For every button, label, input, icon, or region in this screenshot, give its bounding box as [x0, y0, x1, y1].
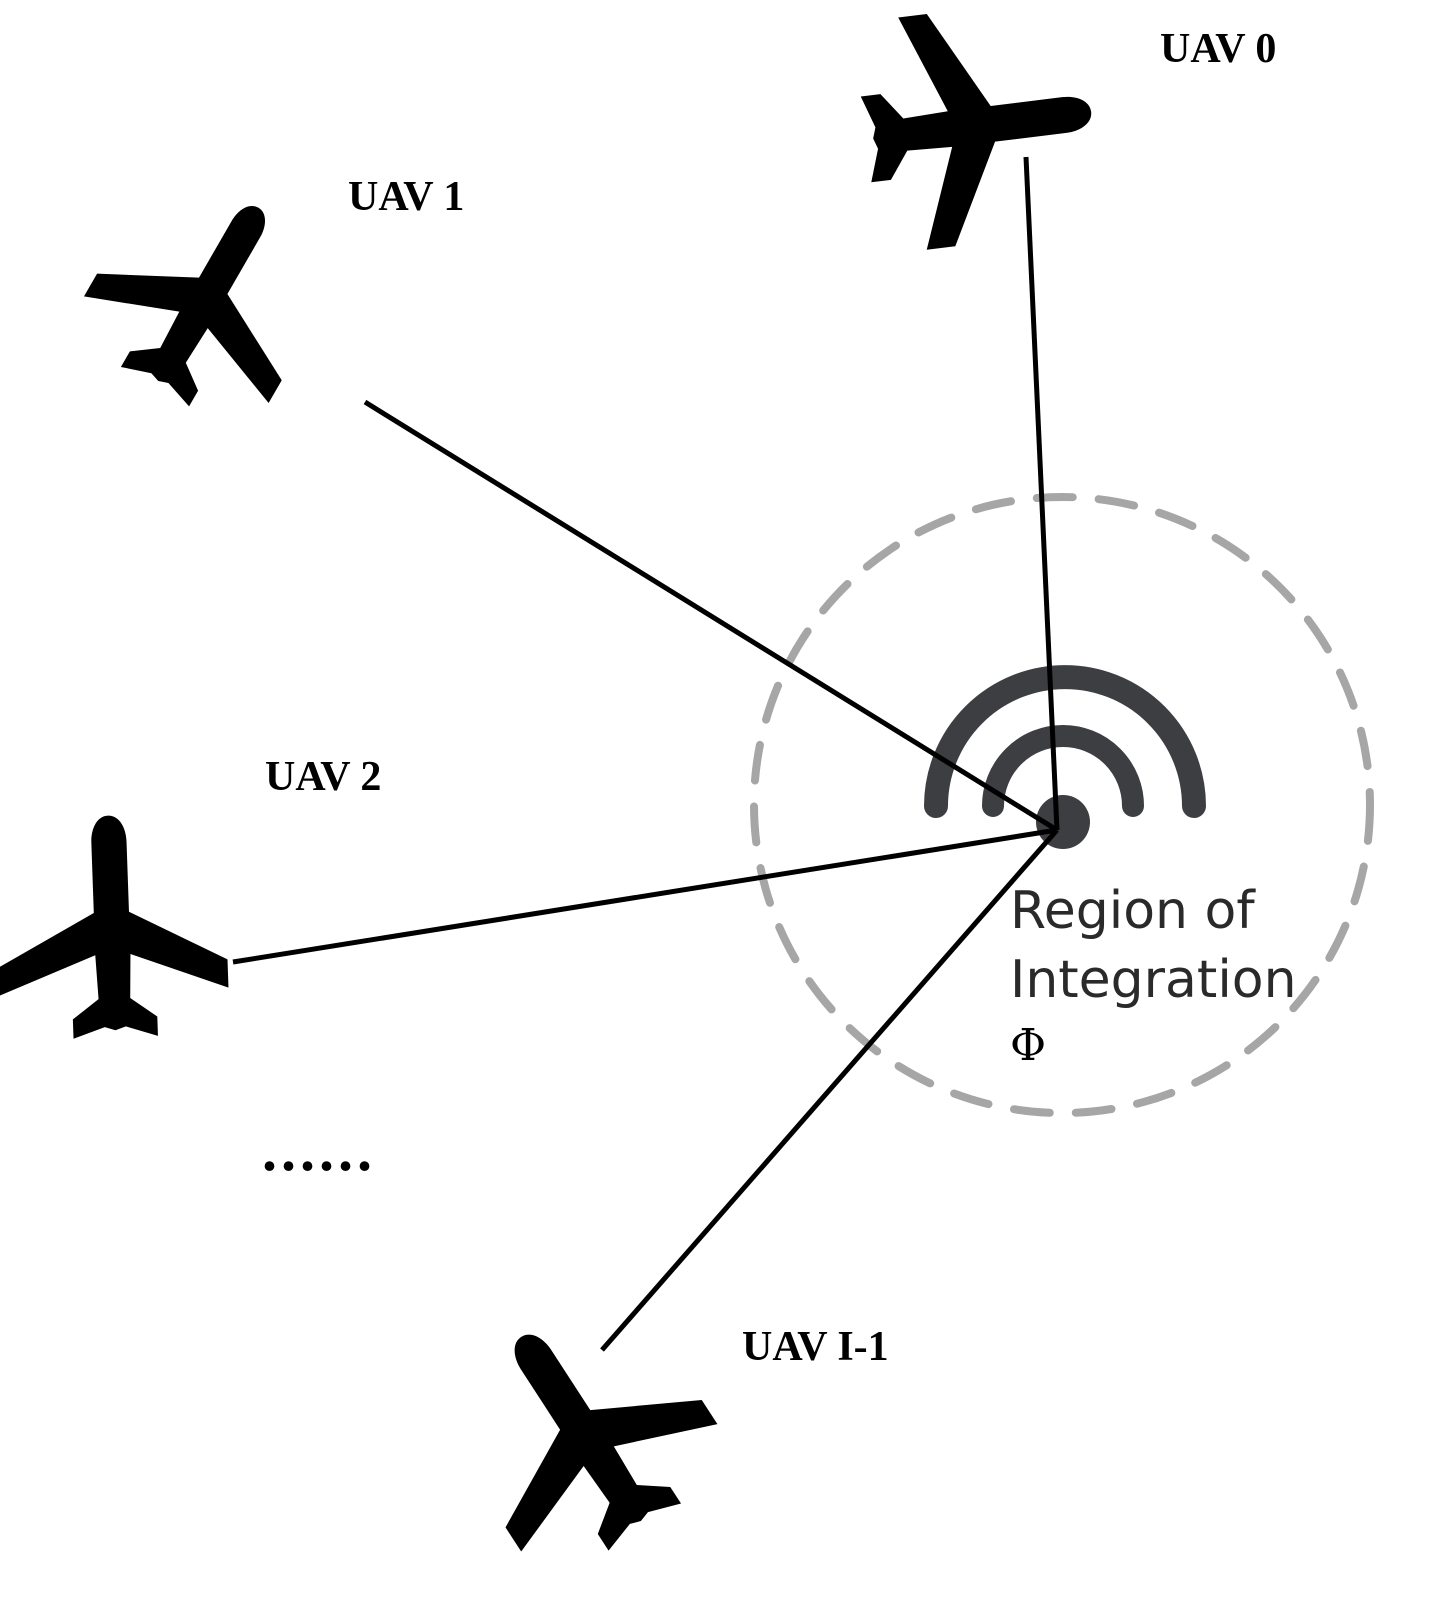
airplane-icon — [62, 154, 351, 440]
uav2-label: UAV 2 — [265, 754, 381, 800]
airplane-icon — [423, 1273, 743, 1591]
region-boundary — [750, 493, 1374, 1117]
link-uav-i-1 — [600, 828, 1059, 1352]
region-label-line2: Integration — [1010, 950, 1297, 1010]
link-uav1 — [363, 399, 1059, 833]
airplane-icon — [851, 0, 1106, 256]
link-uav2 — [232, 827, 1058, 965]
communication-links — [232, 156, 1060, 1352]
uav1-label: UAV 1 — [348, 174, 464, 220]
uav-i-1-label: UAV I-1 — [742, 1324, 889, 1370]
uav0-label: UAV 0 — [1160, 26, 1276, 72]
omitted-uavs-ellipsis: ...... — [262, 1117, 376, 1183]
airplane-icon — [0, 811, 231, 1042]
wireless-signal-icon — [924, 665, 1206, 849]
link-uav0 — [1023, 156, 1060, 831]
region-label-line1: Region of — [1010, 881, 1256, 941]
region-symbol: Φ — [1010, 1020, 1046, 1071]
